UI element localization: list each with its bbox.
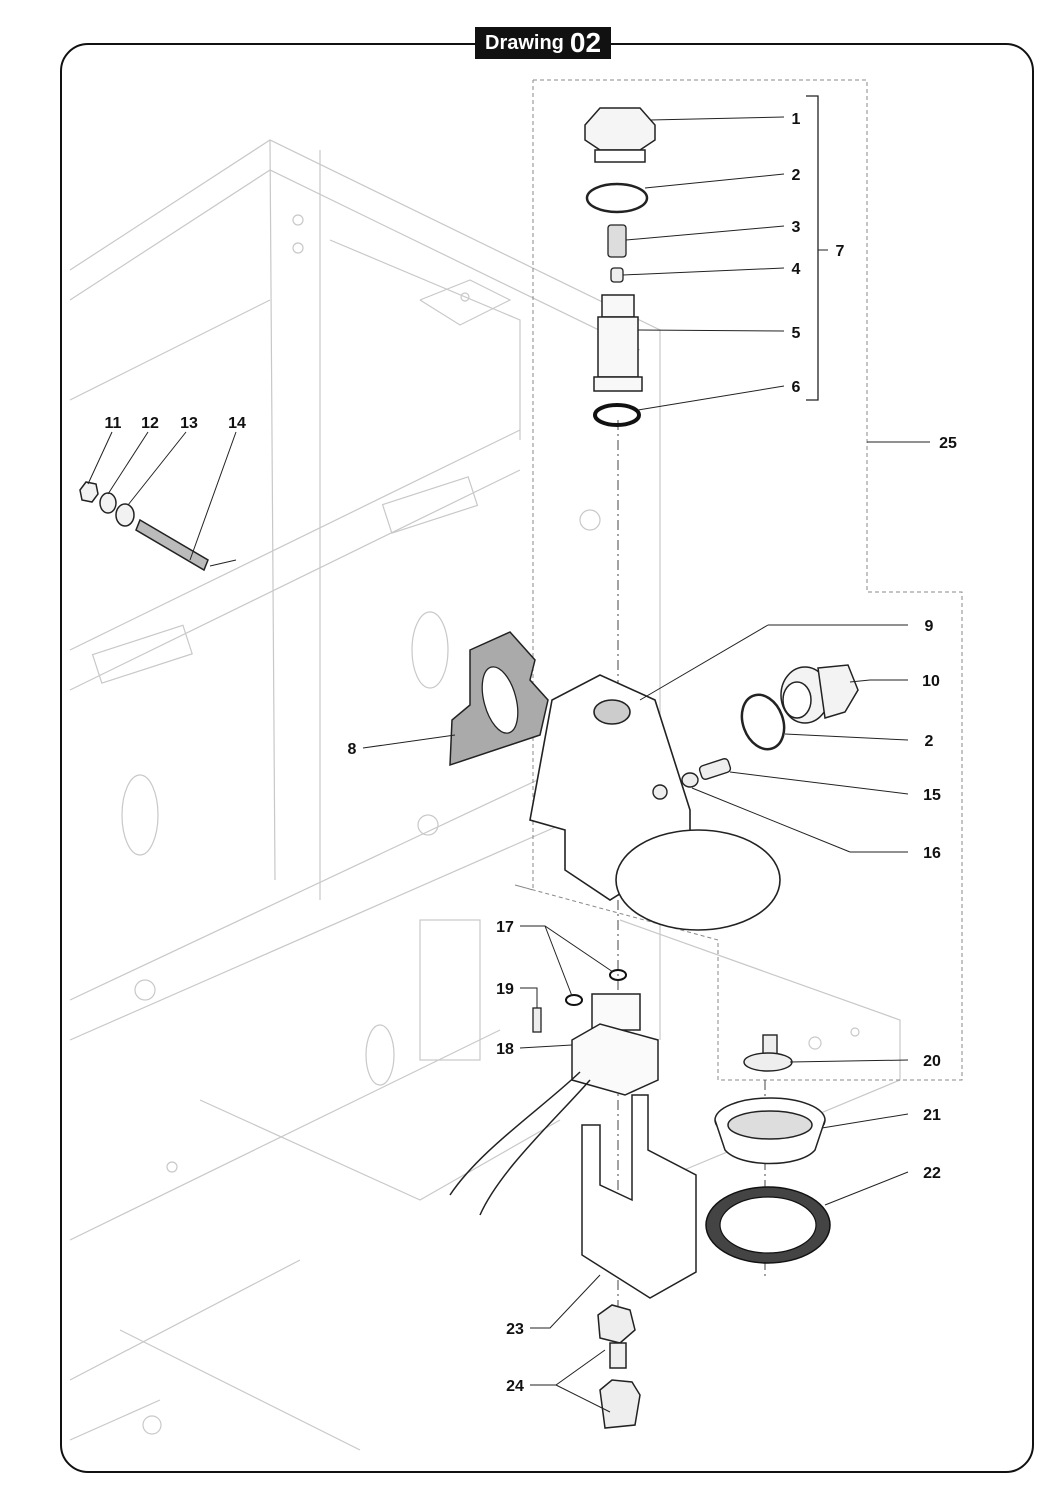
part-2-second-ring (740, 693, 786, 751)
callout-14: 14 (228, 415, 246, 432)
part-18-solenoid (449, 993, 659, 1216)
callout-7: 7 (836, 243, 845, 260)
callout-18: 18 (496, 1041, 514, 1058)
part-19-screw (532, 1007, 542, 1033)
callout-15: 15 (923, 787, 941, 804)
callout-22: 22 (923, 1165, 941, 1182)
callout-19: 19 (496, 981, 514, 998)
callout-24: 24 (506, 1378, 524, 1395)
callout-11: 11 (105, 415, 122, 432)
callout-8: 8 (348, 741, 357, 758)
callout-9: 9 (925, 618, 934, 635)
callout-10: 10 (922, 673, 940, 690)
drawing-title-badge: Drawing 02 (475, 27, 612, 59)
callout-23: 23 (506, 1321, 524, 1338)
callout-21: 21 (923, 1107, 941, 1124)
callout-2-second: 2 (925, 733, 934, 750)
part-9-group-head (529, 674, 781, 931)
assembly-boundary-25 (514, 79, 963, 1081)
part-24-fittings (597, 1304, 641, 1429)
leader-lines (87, 116, 930, 1413)
part-17-oring-a (609, 969, 627, 981)
callout-12: 12 (141, 415, 159, 432)
part-20-screw (743, 1034, 793, 1072)
parts-15-16-screw-washer (652, 758, 732, 800)
part-1-cap (584, 107, 656, 163)
callout-1: 1 (792, 111, 801, 128)
callout-17: 17 (496, 919, 514, 936)
part-8-gasket-hole (481, 666, 519, 734)
callout-labels: 1 2 3 4 5 6 7 25 11 12 13 14 9 10 2 8 15… (105, 111, 957, 1395)
part-21-filter-basket (714, 1097, 826, 1165)
callout-6: 6 (792, 379, 801, 396)
callout-2: 2 (792, 167, 801, 184)
parts-11-14-stud-assembly (79, 481, 209, 572)
drawing-title-word: Drawing (485, 31, 564, 54)
callout-3: 3 (792, 219, 801, 236)
callout-20: 20 (923, 1053, 941, 1070)
part-22-gasket-ring (705, 1186, 831, 1264)
part-6-oring (593, 403, 641, 427)
callout-13: 13 (180, 415, 198, 432)
callout-5: 5 (792, 325, 801, 342)
part-3-mesh-filter (607, 224, 627, 258)
callout-4: 4 (792, 261, 801, 278)
callout-25: 25 (939, 435, 957, 452)
part-17-oring-b (565, 994, 583, 1006)
drawing-title-number: 02 (569, 27, 602, 58)
part-4-valve (610, 267, 624, 283)
part-5-body (593, 294, 643, 392)
part-10-fitting (780, 664, 859, 724)
group-7-bracket (806, 95, 819, 401)
part-23-shield (581, 1094, 697, 1299)
callout-16: 16 (923, 845, 941, 862)
part-2-ring (585, 182, 649, 214)
